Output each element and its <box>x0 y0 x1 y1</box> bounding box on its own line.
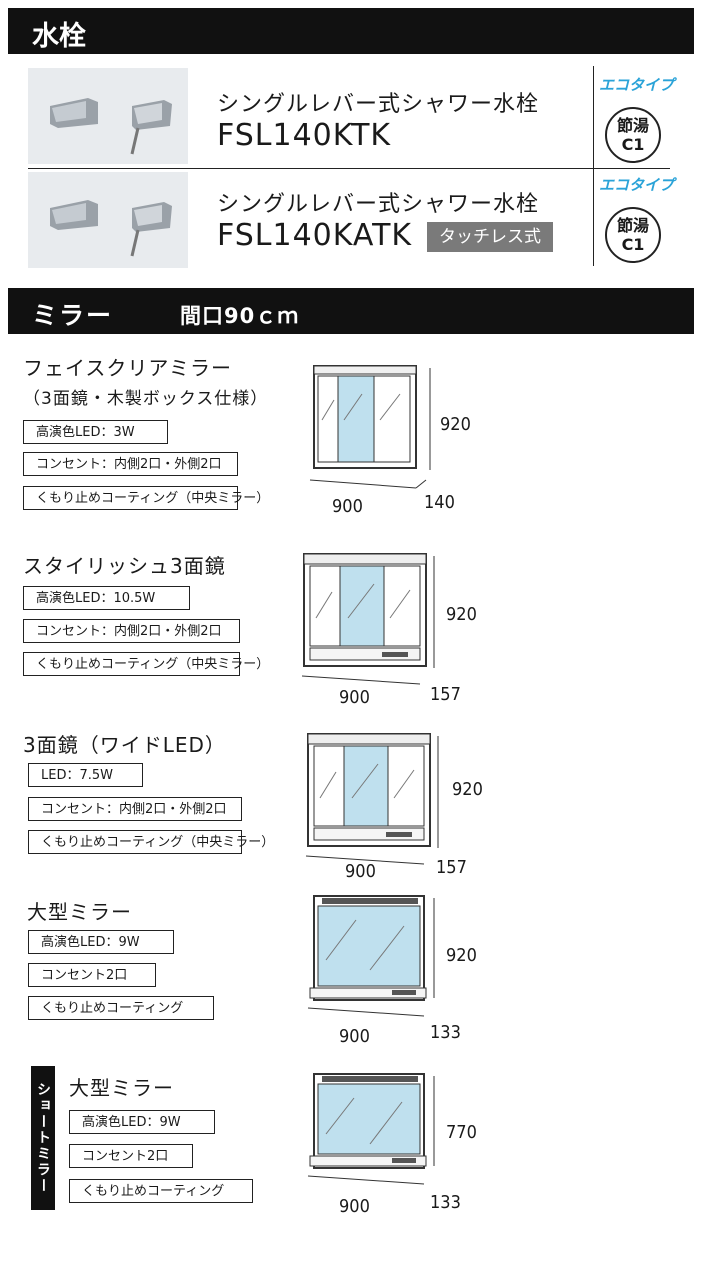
mirror-section-title: ミラー <box>32 301 114 330</box>
faucet-name-1: シングルレバー式シャワー水栓 <box>217 92 540 117</box>
spec-tag: コンセント：内側2口・外側2口 <box>28 797 242 821</box>
faucet-vertical-divider <box>593 66 594 266</box>
mirror-width-2: 900 <box>339 687 370 708</box>
faucet-model-1: FSL140KTK <box>217 118 392 153</box>
eco-type-label-2: エコタイプ <box>599 176 675 194</box>
mirror-width-5: 900 <box>339 1196 370 1217</box>
spec-tag: コンセント2口 <box>69 1144 193 1168</box>
spec-tag: 高演色LED：9W <box>28 930 174 954</box>
faucet-image-2 <box>28 172 188 268</box>
badge-bottom-1: C1 <box>621 135 645 154</box>
spec-tag: LED：7.5W <box>28 763 143 787</box>
badge-top-1: 節湯 <box>616 116 649 135</box>
mirror-title-4: 大型ミラー <box>27 900 132 924</box>
mirror-depth-2: 157 <box>430 684 461 705</box>
mirror-depth-4: 133 <box>430 1022 461 1043</box>
mirror-drawing-3 <box>305 733 439 865</box>
faucet-section-title: 水栓 <box>32 21 86 52</box>
touchless-tag: タッチレス式 <box>427 222 553 252</box>
spec-tag: コンセント：内側2口・外側2口 <box>23 452 238 476</box>
badge-bottom-2: C1 <box>621 235 645 254</box>
spec-tag: 高演色LED：10.5W <box>23 586 190 610</box>
faucet-model-2: FSL140KATK <box>217 218 413 253</box>
mirror-depth-5: 133 <box>430 1192 461 1213</box>
faucet-image-1 <box>28 68 188 164</box>
faucet-section-header: 水栓 <box>8 8 694 54</box>
mirror-section-header: ミラー 間口90ｃｍ <box>8 288 694 334</box>
mirror-depth-1: 140 <box>424 492 455 513</box>
mirror-width-1: 900 <box>332 496 363 517</box>
mirror-depth-3: 157 <box>436 857 467 878</box>
faucet-name-2: シングルレバー式シャワー水栓 <box>217 192 540 217</box>
mirror-height-4: 920 <box>446 945 477 966</box>
short-mirror-label: ショートミラー <box>31 1066 55 1210</box>
spec-tag: コンセント2口 <box>28 963 156 987</box>
mirror-height-1: 920 <box>440 414 471 435</box>
mirror-height-3: 920 <box>452 779 483 800</box>
badge-top-2: 節湯 <box>616 216 649 235</box>
mirror-subtitle-1: （3面鏡・木製ボックス仕様） <box>23 389 269 409</box>
spec-tag: くもり止めコーティング <box>28 996 214 1020</box>
mirror-drawing-2 <box>301 553 435 685</box>
faucet-divider <box>28 168 670 169</box>
mirror-height-2: 920 <box>446 604 477 625</box>
spec-tag: くもり止めコーティング（中央ミラー） <box>23 486 269 510</box>
mirror-title-5: 大型ミラー <box>69 1076 174 1100</box>
mirror-width-3: 900 <box>345 861 376 882</box>
spec-tag: くもり止めコーティング（中央ミラー） <box>23 652 269 676</box>
water-saving-badge-2: 節湯 C1 <box>605 207 661 263</box>
mirror-drawing-4 <box>307 895 435 1017</box>
water-saving-badge-1: 節湯 C1 <box>605 107 661 163</box>
mirror-drawing-1 <box>309 365 431 489</box>
spec-tag: 高演色LED：3W <box>23 420 168 444</box>
mirror-title-3: 3面鏡（ワイドLED） <box>23 733 226 757</box>
spec-tag: コンセント：内側2口・外側2口 <box>23 619 240 643</box>
mirror-width-4: 900 <box>339 1026 370 1047</box>
spec-tag: くもり止めコーティング <box>69 1179 253 1203</box>
mirror-title-1: フェイスクリアミラー <box>23 356 232 380</box>
mirror-title-2: スタイリッシュ3面鏡 <box>23 554 226 578</box>
spec-tag: 高演色LED：9W <box>69 1110 215 1134</box>
eco-type-label-1: エコタイプ <box>599 76 675 94</box>
spec-tag: くもり止めコーティング（中央ミラー） <box>28 830 274 854</box>
mirror-section-subtitle: 間口90ｃｍ <box>180 304 300 328</box>
mirror-drawing-5 <box>307 1073 435 1185</box>
mirror-height-5: 770 <box>446 1122 477 1143</box>
